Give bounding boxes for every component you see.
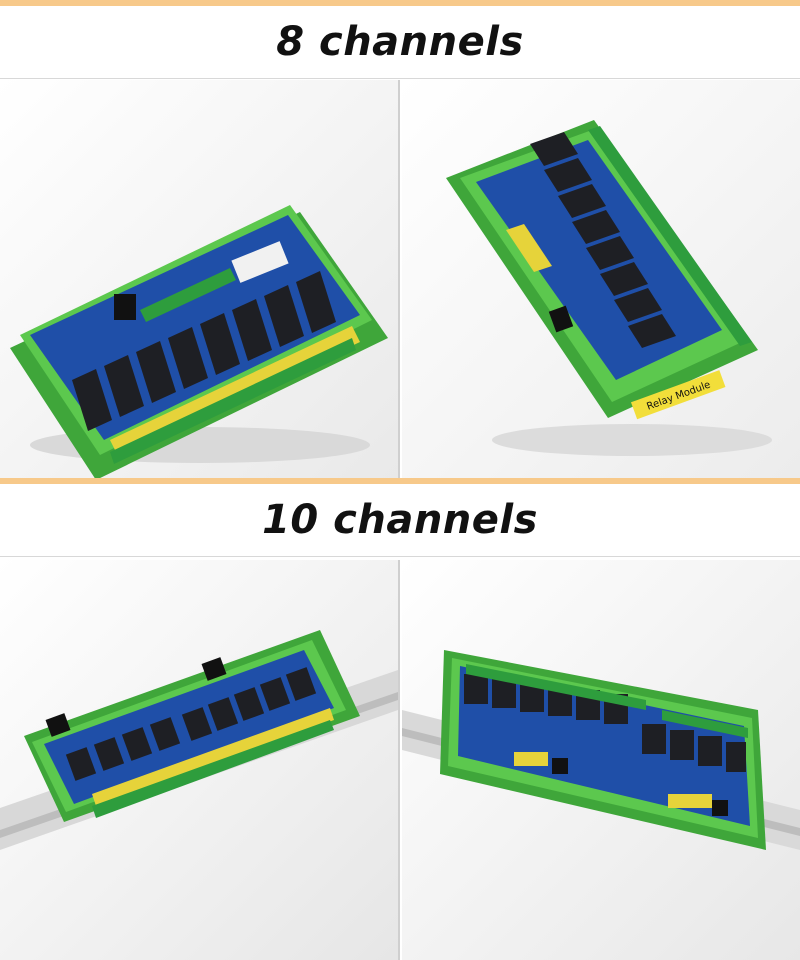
section-header-8-channels: 8 channels xyxy=(0,6,800,79)
product-photo-10ch-angled xyxy=(0,560,398,960)
panel-divider xyxy=(398,80,400,478)
product-photo-8ch-angled xyxy=(0,80,398,478)
section-title: 8 channels xyxy=(276,19,524,65)
relay-module-illustration xyxy=(0,560,398,960)
accent-stripe-middle xyxy=(0,478,800,484)
section-header-10-channels: 10 channels xyxy=(0,484,800,557)
relay-module-illustration xyxy=(0,80,398,478)
product-photo-10ch-din-rail xyxy=(402,560,800,960)
section-title: 10 channels xyxy=(262,497,538,543)
panel-divider xyxy=(398,560,400,960)
accent-stripe-top xyxy=(0,0,800,6)
relay-module-illustration: Relay Module xyxy=(402,80,800,478)
product-photo-8ch-rotated: Relay Module xyxy=(402,80,800,478)
relay-module-illustration xyxy=(402,560,800,960)
